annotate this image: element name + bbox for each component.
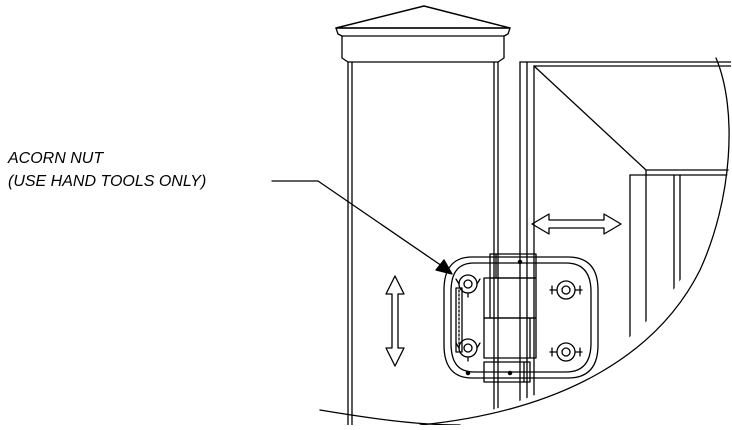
gate-frame [519, 61, 731, 425]
acorn-nut-left-bottom [455, 338, 481, 362]
acorn-nut-right-top [549, 280, 583, 300]
vertical-double-arrow [385, 275, 405, 367]
acorn-nut-left-top [455, 274, 481, 298]
callout-label-acorn-nut: ACORN NUT [8, 150, 104, 167]
acorn-nut-right-bottom [549, 342, 583, 362]
post [347, 61, 499, 425]
callout-label-hand-tools: (USE HAND TOOLS ONLY) [8, 173, 207, 190]
hinge-plate [443, 253, 599, 383]
post-cap [335, 5, 511, 63]
magnifier-outline [419, 57, 730, 426]
horizontal-double-arrow [531, 213, 622, 235]
callout-leader [271, 180, 453, 275]
